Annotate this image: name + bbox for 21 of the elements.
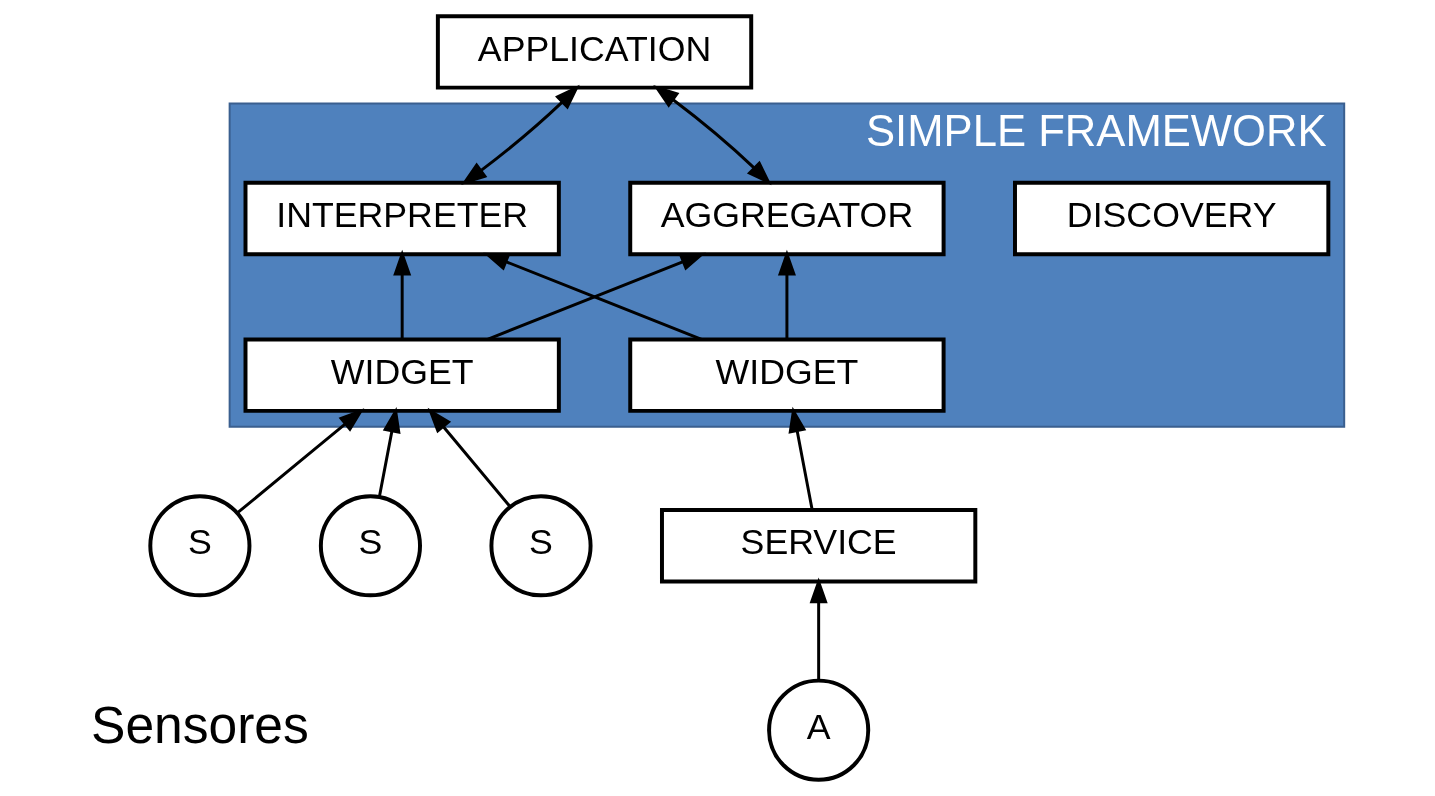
node-circle: S [488,494,593,598]
arrow [809,577,828,680]
node-circle: A [766,678,870,782]
arrow [460,84,580,186]
node-box: APPLICATION [435,14,753,90]
node-box: AGGREGATOR [627,180,946,257]
arrow [392,249,411,340]
node-box: DISCOVERY [1012,180,1330,257]
node-box: SERVICE [659,508,977,584]
node-box: WIDGET [627,337,946,413]
legend-label: Sensores [90,695,309,754]
node-box: INTERPRETER [243,180,561,257]
arrow [377,406,401,497]
node-circle: S [147,494,251,598]
arrow [427,407,511,508]
arrow [777,249,796,340]
node-box: WIDGET [243,337,561,413]
arrow [236,408,364,514]
node-circle: S [318,494,422,598]
arrow [652,85,772,186]
arrow [788,406,813,510]
